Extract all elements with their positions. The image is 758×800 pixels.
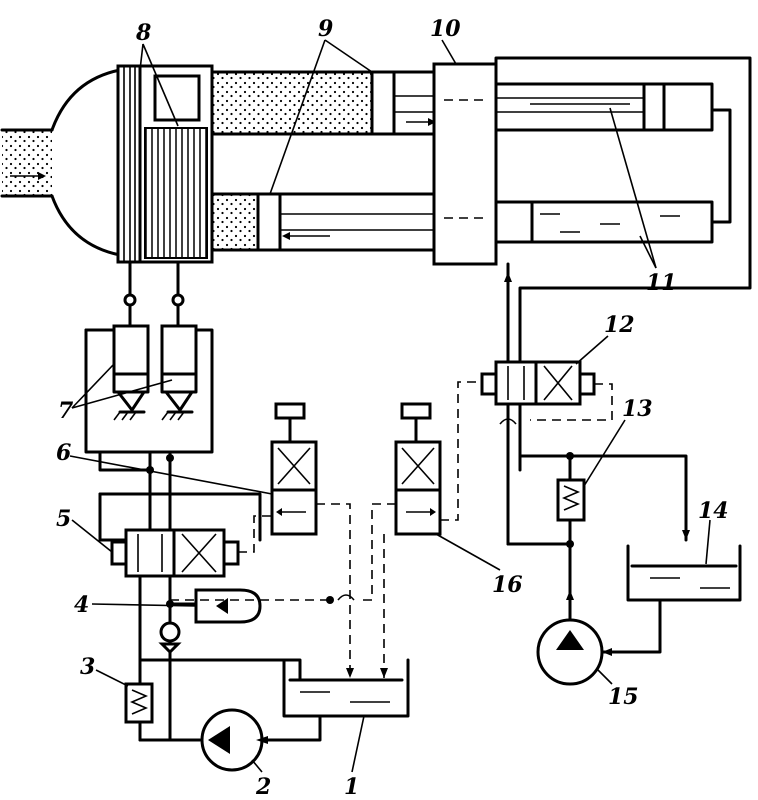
valve-5	[110, 528, 240, 578]
label-13: 13	[622, 396, 653, 422]
chamber-inlet-duct	[0, 128, 54, 198]
label-4: 4	[74, 592, 89, 618]
label-3: 3	[80, 654, 95, 680]
tank-1	[282, 658, 410, 718]
label-9: 9	[318, 16, 333, 42]
label-1: 1	[344, 774, 359, 800]
pump-15	[536, 618, 604, 686]
relief-valve-13	[556, 478, 586, 522]
chamber-dome	[50, 68, 122, 257]
relief-valve-3	[124, 682, 154, 724]
label-8: 8	[135, 20, 151, 46]
piston-plates-8	[116, 64, 214, 264]
right-cylinders-11	[494, 82, 714, 244]
label-14: 14	[698, 498, 729, 524]
label-10: 10	[430, 16, 461, 42]
label-11: 11	[646, 270, 677, 296]
block-10	[432, 62, 498, 266]
valve-16	[394, 402, 442, 536]
pump-2	[200, 708, 264, 772]
label-12: 12	[604, 312, 635, 338]
lower-left-cylinder	[210, 192, 436, 252]
valve-6	[270, 402, 318, 536]
label-2: 2	[255, 774, 271, 800]
upper-left-cylinder	[210, 70, 436, 136]
label-5: 5	[56, 506, 71, 532]
tank-14	[626, 544, 742, 602]
label-16: 16	[492, 572, 523, 598]
valve-12	[480, 360, 596, 406]
label-7: 7	[58, 398, 74, 424]
label-6: 6	[56, 440, 71, 466]
label-15: 15	[608, 684, 639, 710]
cylinders-7	[84, 324, 214, 454]
